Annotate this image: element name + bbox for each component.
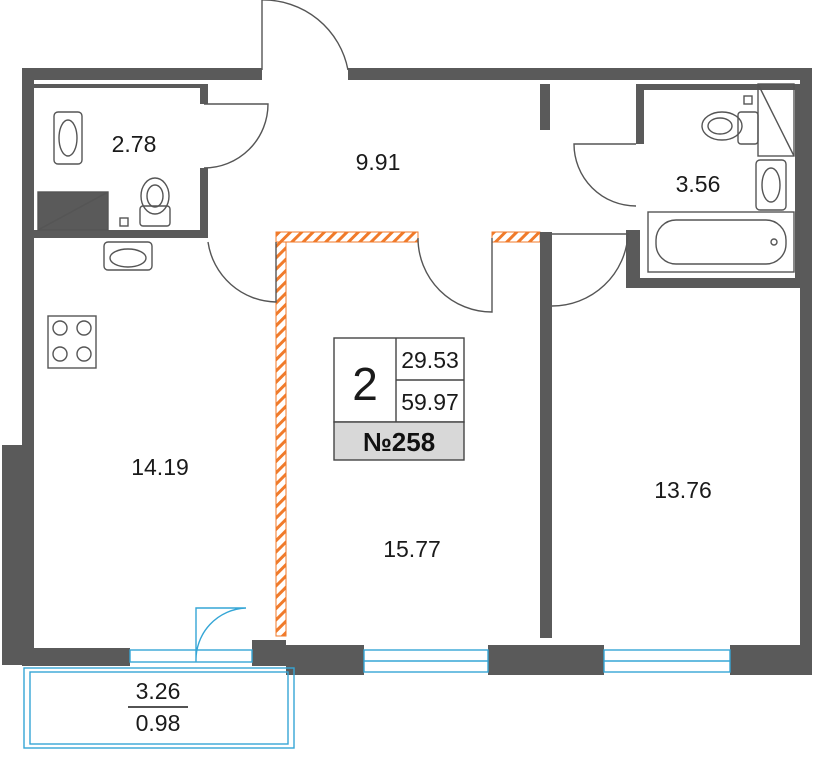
toilet-icon (701, 95, 759, 145)
toilet-icon (119, 177, 171, 227)
balcony-coefficient: 0.98 (136, 710, 181, 736)
rooms-count: 2 (352, 358, 378, 410)
outer-walls (2, 68, 812, 675)
sink-icon (53, 111, 83, 165)
living-area: 29.53 (401, 347, 459, 373)
apartment-badge: 2 29.53 59.97 №258 (333, 337, 465, 461)
sink-icon (755, 159, 787, 211)
bathtub-icon (647, 211, 795, 273)
stove-icon (47, 315, 97, 369)
room-area-bathroom-left: 2.78 (112, 131, 157, 157)
room-area-bedroom-right: 13.76 (654, 477, 712, 503)
inner-walls (34, 83, 802, 638)
unit-number: №258 (363, 427, 435, 457)
room-area-bathroom-right: 3.56 (676, 171, 721, 197)
total-area: 59.97 (401, 389, 459, 415)
room-area-hallway: 9.91 (356, 149, 401, 175)
doors (195, 0, 637, 663)
windows (23, 649, 731, 749)
balcony-area: 3.26 (136, 678, 181, 704)
room-area-bedroom-middle: 15.77 (383, 536, 441, 562)
sink-icon (103, 241, 153, 271)
room-area-kitchen: 14.19 (131, 454, 189, 480)
